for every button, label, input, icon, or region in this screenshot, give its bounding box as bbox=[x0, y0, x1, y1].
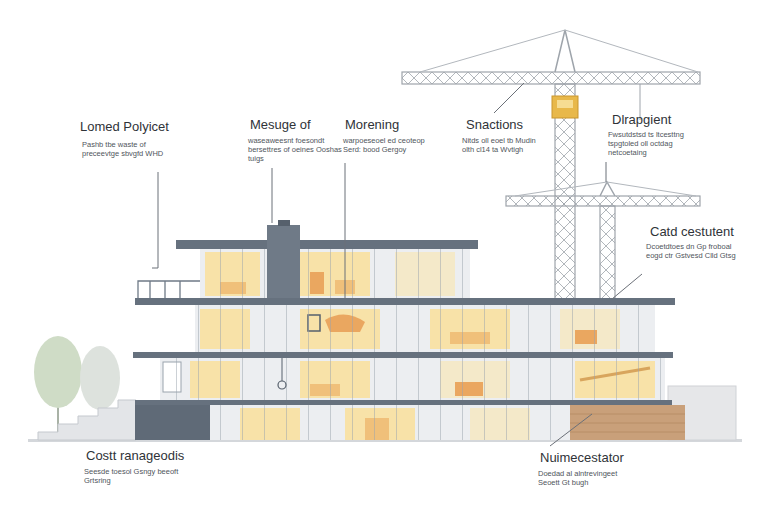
callout-note: waseaweesnt foesondt bersettres of oeine… bbox=[248, 136, 344, 163]
tower-crane bbox=[506, 182, 700, 300]
callout-heading: Snactions bbox=[466, 117, 523, 133]
leader-lines bbox=[152, 83, 642, 446]
callout-heading: Morening bbox=[345, 117, 399, 133]
callout-note: Seesde toesol Gsngy beeoft Grtsring bbox=[84, 467, 188, 485]
callout-heading: Mesuge of bbox=[250, 117, 311, 133]
callout-heading: Costt ranageodis bbox=[86, 448, 184, 464]
callout-note: warpoeseoel ed ceoteop Serd: bood Gergoy bbox=[343, 136, 439, 154]
callout-heading: Dlrapgient bbox=[612, 112, 671, 128]
callout-note: Nitds oll eoel tb Mudin olth cl14 ta Wvt… bbox=[462, 136, 546, 154]
callout-heading: Catd cestutent bbox=[650, 224, 734, 240]
callout-note: Pashb tbe waste of preceevtge sbvgfd WHD bbox=[82, 140, 182, 158]
callout-note: Fwsutdstsd ts ltcesttng tspgtoled oll oc… bbox=[608, 130, 698, 157]
callout-heading: Nuimecestator bbox=[540, 450, 624, 466]
building bbox=[133, 220, 685, 440]
callout-note: Dcoetdtoes dn Gp froboal eogd ctr Gstves… bbox=[646, 242, 738, 260]
stairs bbox=[38, 400, 136, 440]
callout-heading: Lomed Polyicet bbox=[80, 119, 169, 135]
callout-note: Doedad al alntrevingeet Seoett Gt bugh bbox=[538, 469, 634, 487]
